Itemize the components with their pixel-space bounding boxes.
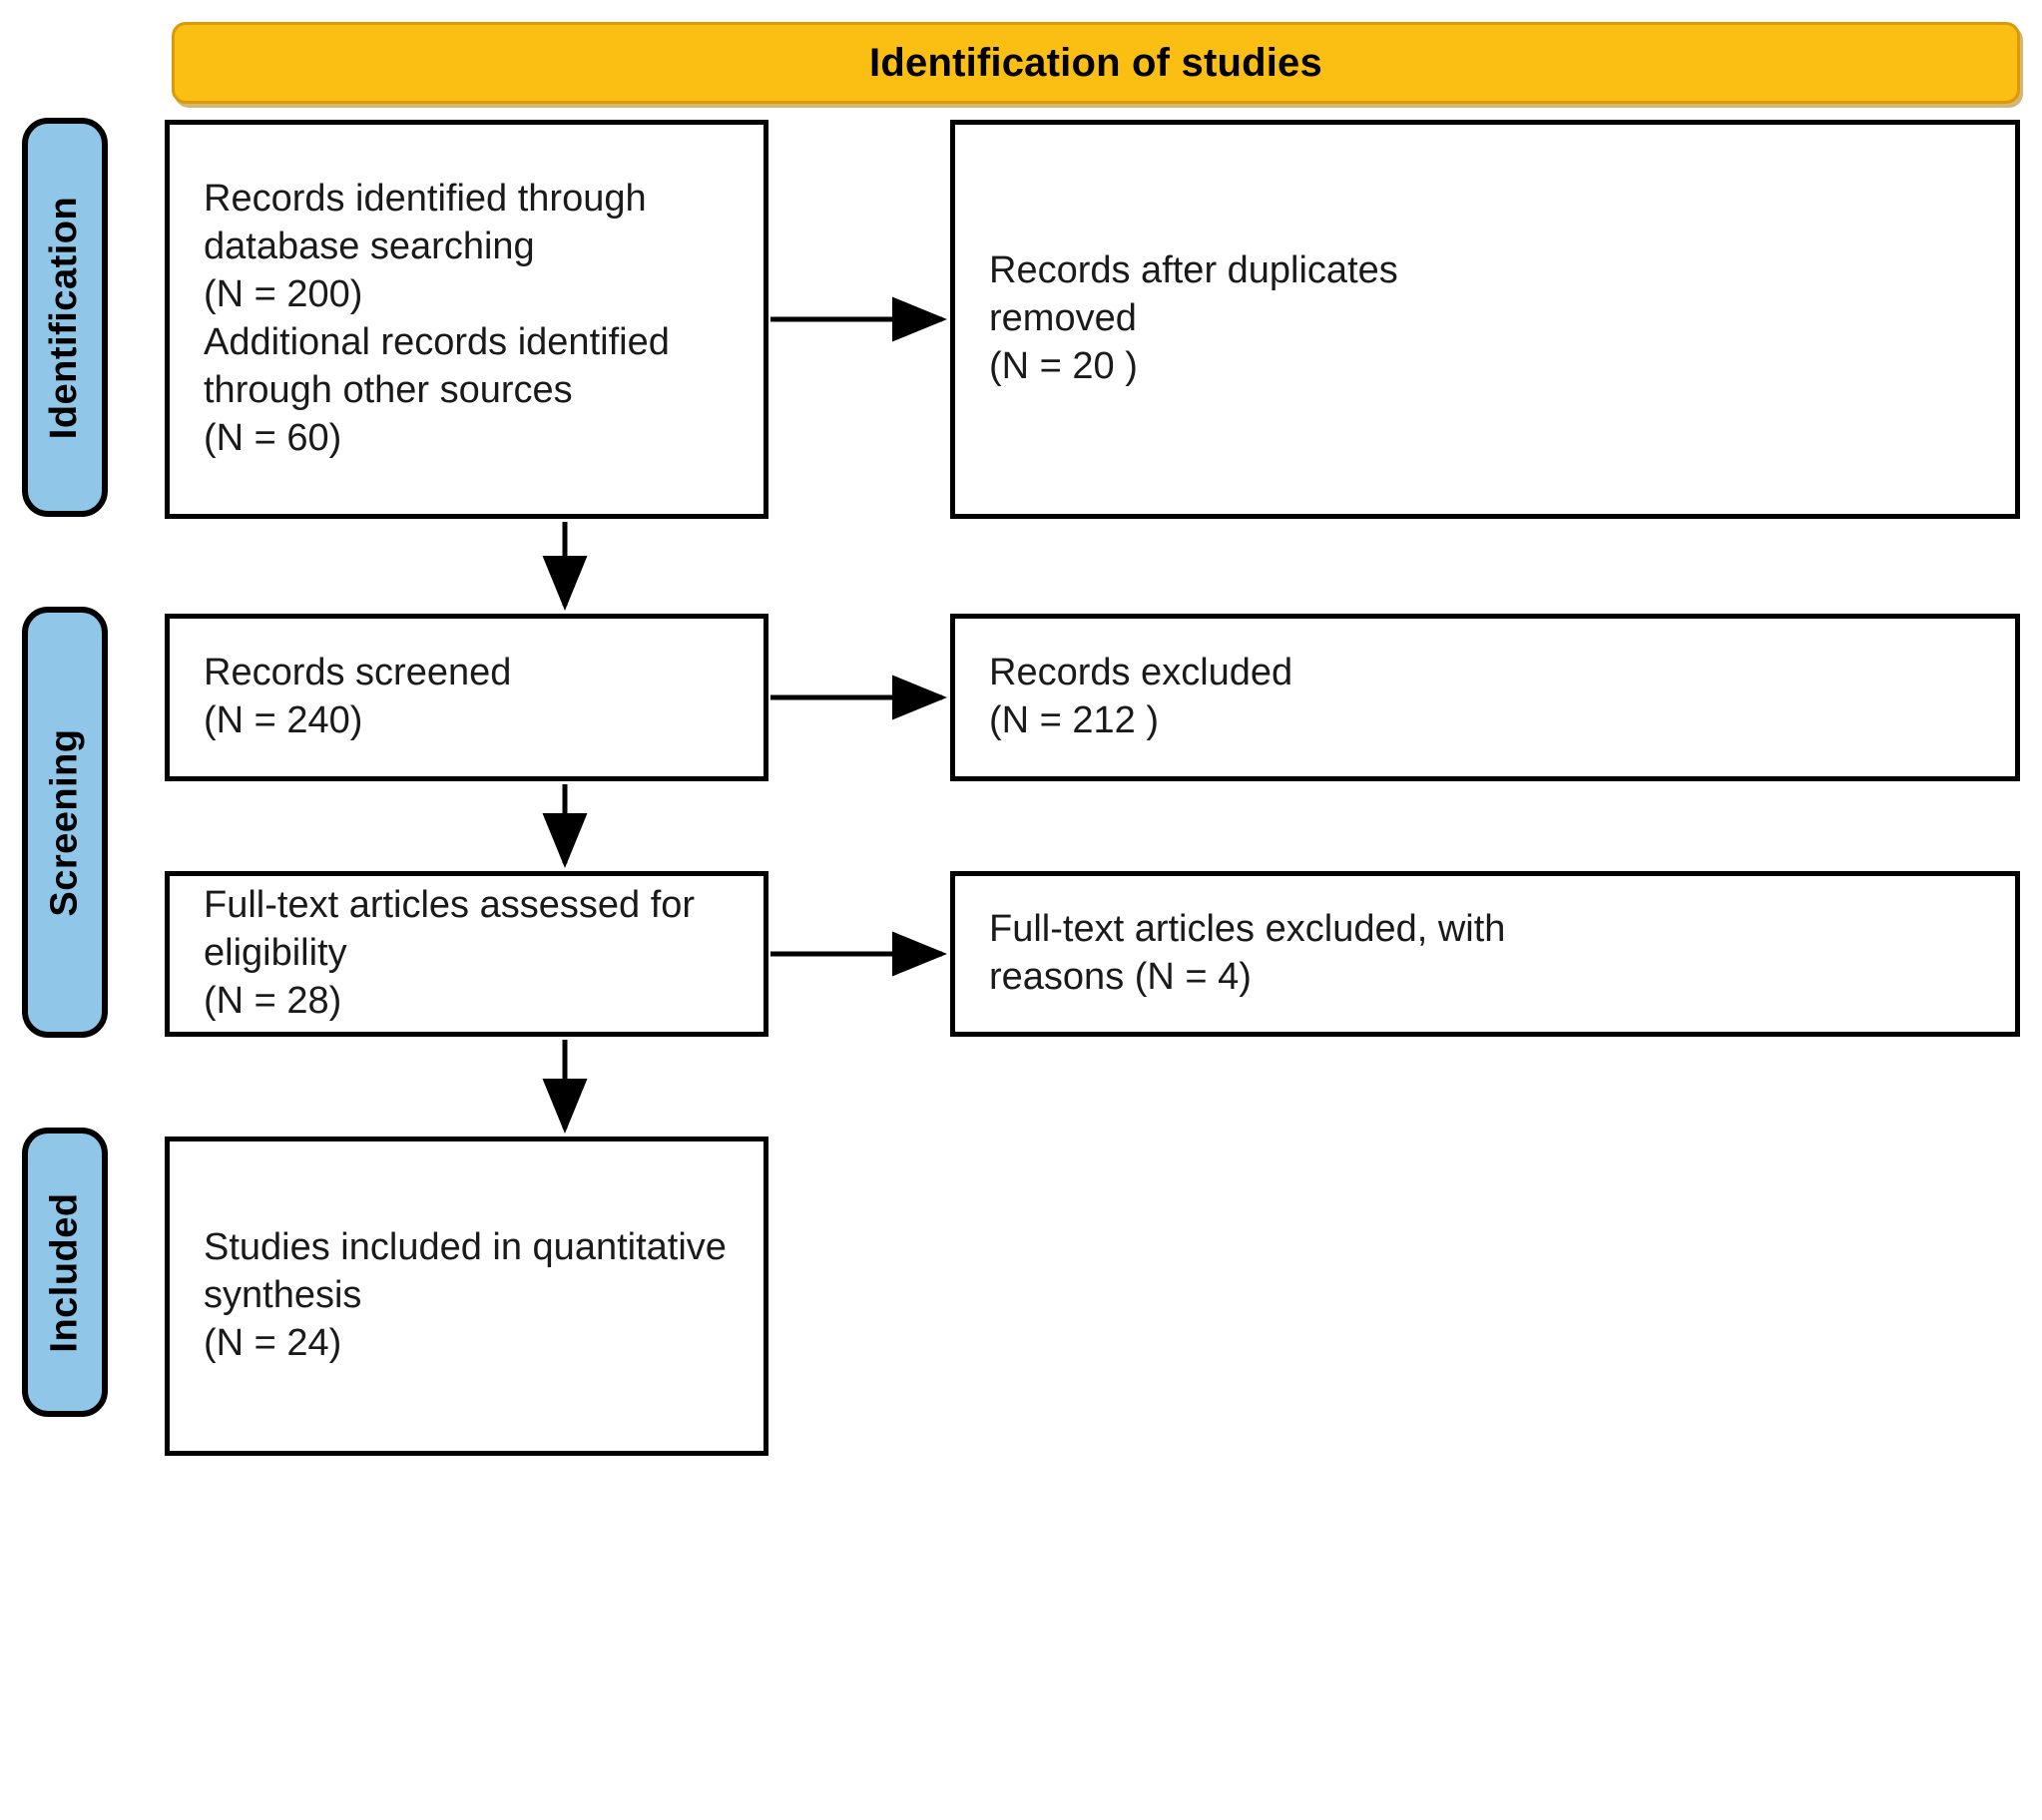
flow-box-fulltext-excluded: Full-text articles excluded, with reason…	[950, 871, 2020, 1037]
page-title: Identification of studies	[869, 40, 1322, 85]
flow-box-records-after-duplicates-removed-text: Records after duplicates removed (N = 20…	[989, 249, 1398, 387]
flow-box-records-after-duplicates-removed: Records after duplicates removed (N = 20…	[950, 120, 2020, 519]
flow-box-fulltext-assessed-text: Full-text articles assessed for eligibil…	[204, 884, 696, 1022]
stage-pill-identification: Identification	[22, 118, 108, 517]
diagram-title-banner: Identification of studies	[172, 22, 2020, 104]
flow-box-records-identified: Records identified through database sear…	[165, 120, 768, 519]
stage-label-screening: Screening	[43, 727, 86, 917]
flow-box-studies-included: Studies included in quantitative synthes…	[165, 1137, 768, 1456]
flow-box-records-excluded-text: Records excluded (N = 212 )	[989, 652, 1293, 741]
stage-pill-included: Included	[22, 1128, 108, 1417]
stage-label-included: Included	[43, 1191, 86, 1353]
stage-label-identification: Identification	[43, 196, 86, 439]
flow-box-records-identified-text: Records identified through database sear…	[204, 178, 670, 459]
flow-box-records-screened-text: Records screened (N = 240)	[204, 652, 512, 741]
flow-box-records-excluded: Records excluded (N = 212 )	[950, 614, 2020, 781]
flow-box-records-screened: Records screened (N = 240)	[165, 614, 768, 781]
stage-pill-screening: Screening	[22, 607, 108, 1038]
flow-box-fulltext-excluded-text: Full-text articles excluded, with reason…	[989, 908, 1506, 998]
flow-box-fulltext-assessed: Full-text articles assessed for eligibil…	[165, 871, 768, 1037]
flow-box-studies-included-text: Studies included in quantitative synthes…	[204, 1226, 727, 1364]
